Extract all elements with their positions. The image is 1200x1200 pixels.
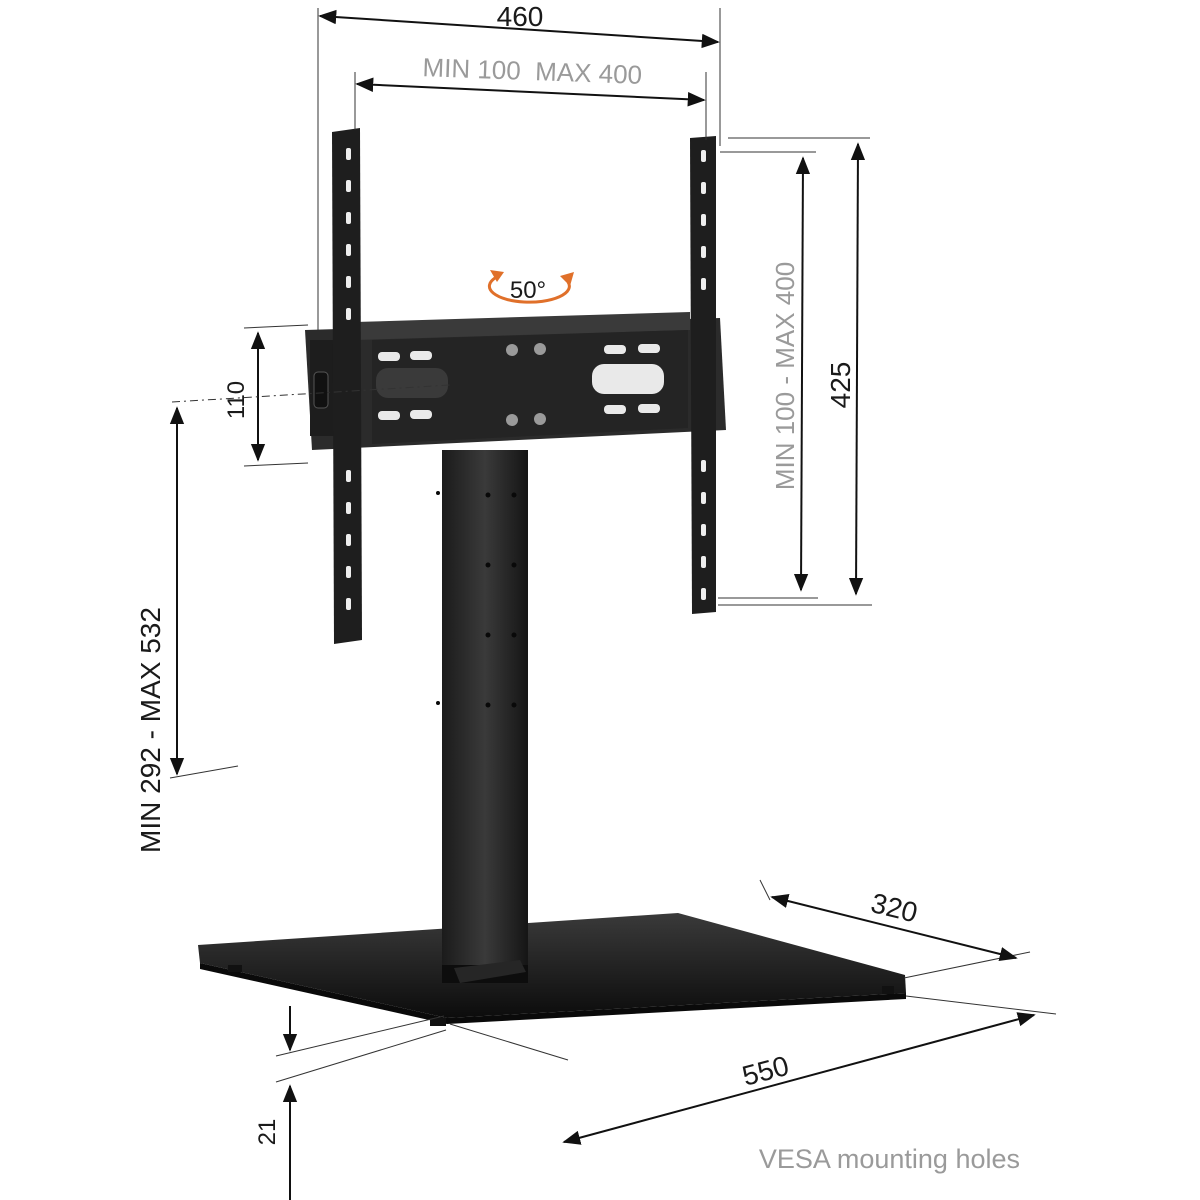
dim-mount-height: MIN 292 - MAX 532 xyxy=(135,406,239,853)
dim-vesa-horizontal: MIN 100 MAX 400 xyxy=(354,52,707,140)
mount-height-label: MIN 292 - MAX 532 xyxy=(135,607,166,853)
support-column xyxy=(436,450,528,983)
width-total-label: 460 xyxy=(497,1,544,32)
vesa-caption: VESA mounting holes xyxy=(759,1144,1020,1174)
tilt-angle-label: 50° xyxy=(510,277,546,304)
left-vesa-arm xyxy=(332,128,362,644)
base-thickness-label: 21 xyxy=(254,1119,281,1146)
vertical-adjust-label: 110 xyxy=(223,381,250,419)
dim-vesa-vertical: MIN 100 - MAX 400 xyxy=(718,151,818,599)
dim-bracket-height: 425 xyxy=(718,137,872,606)
bracket-height-label: 425 xyxy=(825,362,856,409)
dim-total-width: 460 xyxy=(317,1,721,330)
base-width-label: 550 xyxy=(739,1050,792,1092)
tilt-indicator: 50° xyxy=(487,270,574,304)
right-vesa-arm xyxy=(690,136,716,614)
vesa-horizontal-label: MIN 100 MAX 400 xyxy=(422,52,643,90)
dim-vertical-adjust: 110 xyxy=(171,324,451,467)
vesa-vertical-label: MIN 100 - MAX 400 xyxy=(770,262,800,490)
mounting-plate xyxy=(305,312,726,450)
glass-base xyxy=(198,913,906,1026)
dim-base-thickness: 21 xyxy=(254,1006,447,1200)
